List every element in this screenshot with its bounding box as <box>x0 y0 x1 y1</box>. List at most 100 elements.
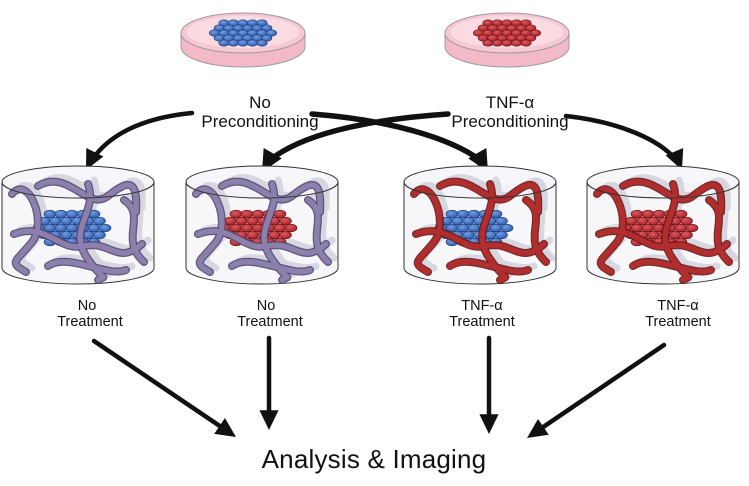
cell <box>462 230 475 240</box>
hydrogel-well-icon <box>403 165 557 285</box>
cell-cluster <box>209 19 277 47</box>
cell <box>279 230 292 240</box>
cell <box>279 216 292 226</box>
cell-cluster <box>434 209 514 247</box>
cell <box>229 209 243 219</box>
cell <box>87 223 101 233</box>
cell <box>240 223 254 233</box>
cell <box>669 230 682 240</box>
arrow-icon <box>563 113 684 170</box>
cell <box>93 216 106 226</box>
preconditioning-label-line1: TNF-α <box>485 93 535 112</box>
preconditioning-label-line2: Preconditioning <box>201 112 319 132</box>
cell <box>529 29 541 37</box>
well-label-line2: Treatment <box>645 314 711 331</box>
preconditioning-label-none: No Preconditioning <box>160 93 360 131</box>
cell <box>500 223 514 233</box>
well-label-1: No Treatment <box>30 298 150 330</box>
cell <box>49 216 62 226</box>
cell <box>54 223 68 233</box>
fiber <box>706 197 732 265</box>
cell <box>247 39 259 47</box>
cell-cluster <box>32 209 112 247</box>
well-front-rim <box>1 181 155 199</box>
cell <box>641 209 655 219</box>
arrow-head <box>259 410 279 430</box>
cell <box>451 216 464 226</box>
cell <box>65 209 79 219</box>
cell <box>520 39 532 47</box>
cell <box>685 223 699 233</box>
arrow-shaft <box>267 111 451 163</box>
arrow-head <box>214 417 236 437</box>
well-front-rim <box>586 181 740 199</box>
cell <box>489 223 503 233</box>
cell <box>641 223 655 233</box>
cell <box>467 209 481 219</box>
cell <box>93 230 106 240</box>
cell <box>680 230 693 240</box>
cell <box>246 230 259 240</box>
well-label-line2: Treatment <box>449 314 515 331</box>
cell <box>525 34 537 42</box>
fiber <box>447 259 531 275</box>
well-label-line1: No <box>77 298 97 314</box>
fiber <box>523 197 549 265</box>
fiber <box>229 259 313 275</box>
cell <box>228 39 240 47</box>
well-front-rim <box>403 181 557 199</box>
cell <box>218 39 230 47</box>
hydrogel-fibers <box>593 177 733 284</box>
cell <box>495 216 508 226</box>
cell <box>54 209 68 219</box>
cell <box>65 223 79 233</box>
fiber <box>77 181 107 283</box>
cell <box>520 19 532 27</box>
cell <box>674 209 688 219</box>
cell-cluster <box>472 19 541 47</box>
preconditioning-label-line2: Preconditioning <box>451 112 569 132</box>
cell <box>525 24 537 32</box>
fiber <box>193 186 225 275</box>
arrow-icon <box>479 335 499 434</box>
cell <box>456 209 470 219</box>
cell <box>467 223 481 233</box>
cell <box>229 223 243 233</box>
arrow-head <box>527 418 549 438</box>
arrow-shaft <box>91 338 224 430</box>
hydrogel-fibers <box>192 177 332 284</box>
cell <box>680 216 693 226</box>
well-label-2: No Treatment <box>210 298 330 330</box>
arrow-icon <box>527 342 667 438</box>
preconditioning-label-line1: No <box>249 93 271 112</box>
well-label-line1: TNF-α <box>657 298 699 314</box>
cell <box>235 216 248 226</box>
arrow-icon <box>259 335 279 430</box>
fiber <box>411 186 443 275</box>
well-label-line2: Treatment <box>237 314 303 331</box>
cell <box>261 34 273 42</box>
arrow-head <box>86 148 104 170</box>
hydrogel-well-icon <box>586 165 740 285</box>
fiber <box>305 197 331 265</box>
fiber <box>35 178 139 215</box>
arrow-shaft <box>563 113 679 163</box>
arrow-shaft <box>539 342 667 431</box>
cell <box>43 209 57 219</box>
cell <box>237 39 249 47</box>
hydrogel-well-icon <box>185 165 339 285</box>
cell <box>501 39 513 47</box>
cell <box>265 29 277 37</box>
cell <box>647 230 660 240</box>
fiber <box>479 181 509 283</box>
cell <box>256 19 268 27</box>
cell <box>60 216 73 226</box>
cell <box>98 223 112 233</box>
cell <box>60 230 73 240</box>
cell <box>224 216 237 226</box>
petri-dish-icon <box>444 12 570 68</box>
cell <box>647 216 660 226</box>
cell <box>674 223 688 233</box>
cell <box>261 24 273 32</box>
